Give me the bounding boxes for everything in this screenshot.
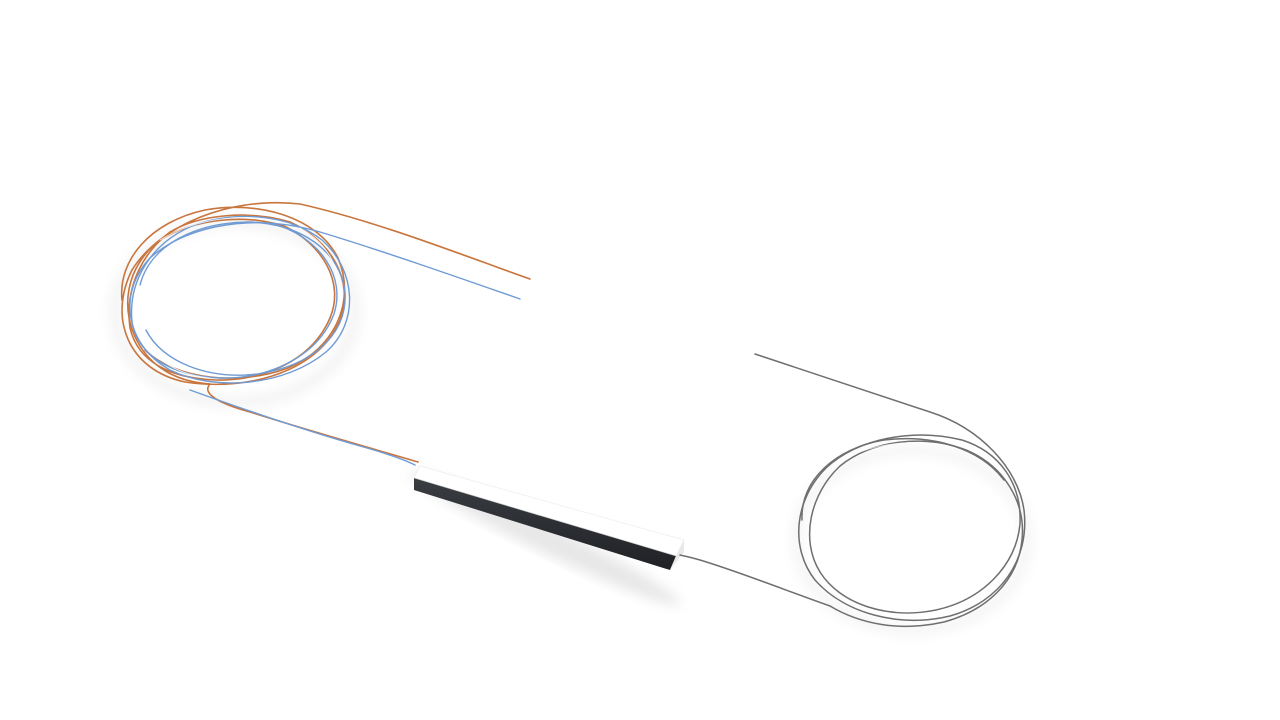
input-fiber-coil: [679, 353, 1026, 628]
output-fiber-coil: [120, 201, 531, 466]
orange-fiber: [120, 201, 531, 463]
module-side-face: [414, 478, 676, 570]
blue-fiber: [129, 215, 521, 466]
shadows: [110, 217, 1031, 634]
splitter-module: [413, 465, 685, 570]
